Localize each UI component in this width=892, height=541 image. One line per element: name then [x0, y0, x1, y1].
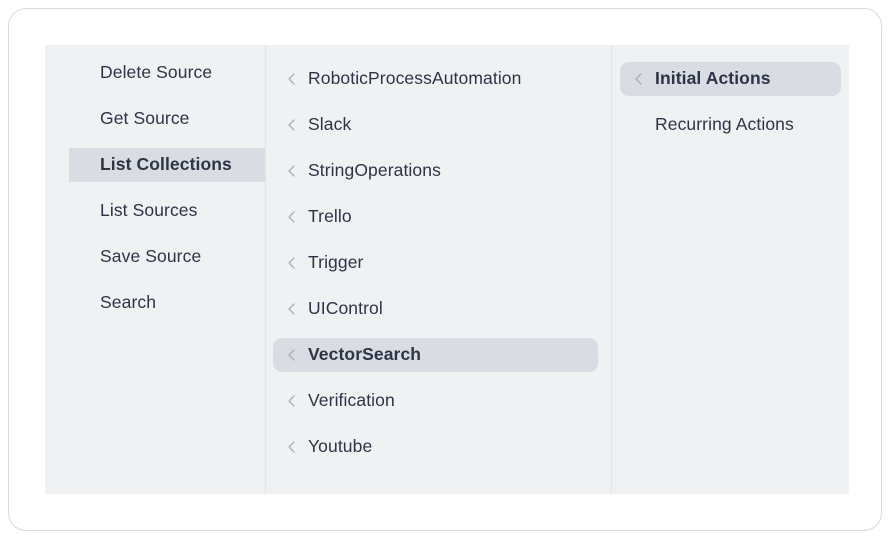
menu-item-label: VectorSearch: [308, 344, 422, 365]
menu-item-label: Slack: [308, 114, 352, 135]
menu-item-recurring-actions[interactable]: Recurring Actions: [620, 108, 841, 142]
menu-item-trigger[interactable]: Trigger: [273, 246, 598, 280]
menu-item-youtube[interactable]: Youtube: [273, 430, 598, 464]
menu-item-stringoperations[interactable]: StringOperations: [273, 154, 598, 188]
menu-item-get-source[interactable]: Get Source: [69, 102, 265, 136]
chevron-left-icon: [282, 253, 302, 273]
menu-item-label: Delete Source: [100, 62, 213, 83]
menu-item-trello[interactable]: Trello: [273, 200, 598, 234]
chevron-left-icon: [282, 391, 302, 411]
menu-item-verification[interactable]: Verification: [273, 384, 598, 418]
menu-item-list-collections[interactable]: List Collections: [69, 148, 265, 182]
menu-item-label: Save Source: [100, 246, 202, 267]
menu-item-label: List Sources: [100, 200, 198, 221]
chevron-left-icon: [282, 161, 302, 181]
chevron-left-icon: [629, 69, 649, 89]
menu-item-label: Trigger: [308, 252, 364, 273]
menu-item-label: List Collections: [100, 154, 232, 175]
menu-item-label: Youtube: [308, 436, 373, 457]
chevron-left-icon: [282, 345, 302, 365]
menu-item-label: UIControl: [308, 298, 383, 319]
menu-item-save-source[interactable]: Save Source: [69, 240, 265, 274]
menu-item-search[interactable]: Search: [69, 286, 265, 320]
chevron-left-icon: [282, 207, 302, 227]
menu-item-vectorsearch[interactable]: VectorSearch: [273, 338, 598, 372]
menu-item-label: Get Source: [100, 108, 190, 129]
chevron-left-icon: [282, 299, 302, 319]
menu-item-label: Verification: [308, 390, 395, 411]
menu-item-label: RoboticProcessAutomation: [308, 68, 522, 89]
menu-item-delete-source[interactable]: Delete Source: [69, 56, 265, 90]
chevron-left-icon: [282, 115, 302, 135]
menu-item-label: Initial Actions: [655, 68, 771, 89]
menu-item-roboticprocessautomation[interactable]: RoboticProcessAutomation: [273, 62, 598, 96]
menu-item-label: StringOperations: [308, 160, 441, 181]
menu-item-initial-actions[interactable]: Initial Actions: [620, 62, 841, 96]
menu-item-label: Search: [100, 292, 157, 313]
chevron-left-icon: [282, 437, 302, 457]
menu-item-label: Recurring Actions: [655, 114, 794, 135]
menu-item-slack[interactable]: Slack: [273, 108, 598, 142]
menu-item-list-sources[interactable]: List Sources: [69, 194, 265, 228]
chevron-left-icon: [282, 69, 302, 89]
menu-item-label: Trello: [308, 206, 352, 227]
menu-item-uicontrol[interactable]: UIControl: [273, 292, 598, 326]
